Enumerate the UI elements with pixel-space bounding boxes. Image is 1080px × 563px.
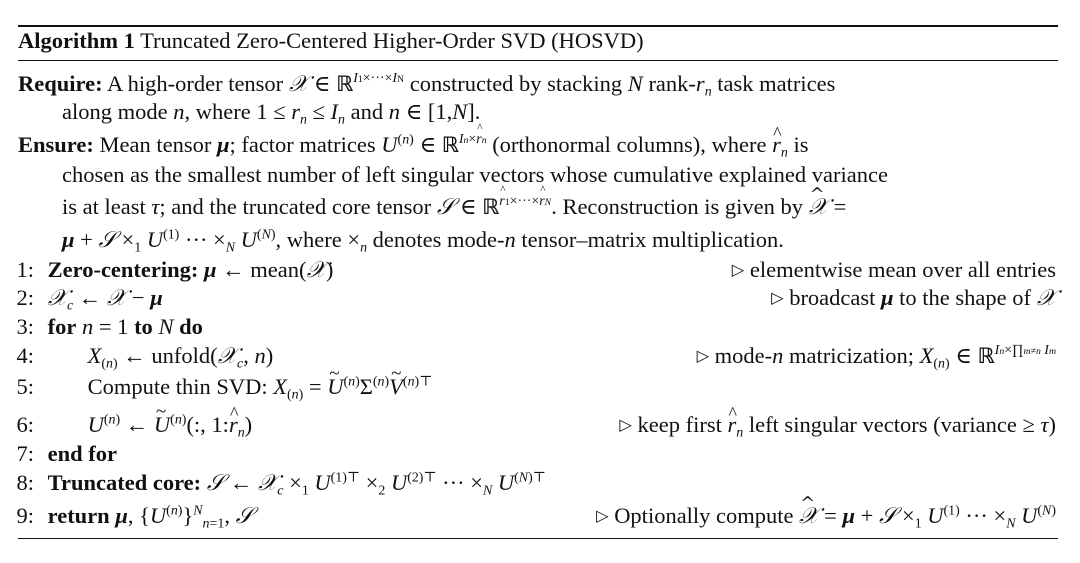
step-3: 3: for n = 1 to N do: [16, 314, 203, 339]
ensure-line-3: is at least τ; and the truncated core te…: [62, 181, 846, 222]
algorithm-caption: Algorithm 1 Truncated Zero-Centered High…: [18, 27, 644, 55]
step-8: 8: Truncated core: 𝒮 ← 𝒳c ×1 U(1)⊤ ×2 U(…: [16, 470, 546, 499]
triangle-right-icon: ▷: [771, 289, 784, 307]
algorithm-title: Truncated Zero-Centered Higher-Order SVD…: [140, 28, 644, 53]
require-line-1: Require: A high-order tensor 𝒳 ∈ ℝI1×···…: [18, 71, 836, 100]
caption-rule: [18, 60, 1058, 61]
ensure-line-4: μ + 𝒮 ×1 U(1) ··· ×N U(N), where ×n deno…: [62, 227, 784, 256]
step-8-head: Truncated core:: [47, 470, 202, 495]
step-4: 4: X(n) ← unfold(𝒳c, n) ▷ mode-n matrici…: [16, 343, 1056, 372]
step-5: 5: Compute thin SVD: X(n) = U(n)Σ(n)V(n)…: [0, 360, 432, 402]
step-6-comment: ▷ keep first rn left singular vectors (v…: [619, 399, 1056, 441]
step-1-comment: ▷ elementwise mean over all entries: [731, 257, 1056, 282]
require-label: Require:: [18, 71, 103, 96]
ensure-line-1: Ensure: Mean tensor μ; factor matrices U…: [18, 119, 808, 160]
triangle-right-icon: ▷: [596, 507, 609, 525]
step-2: 2: 𝒳c ← 𝒳 − μ ▷ broadcast μ to the shape…: [16, 285, 1056, 314]
bottom-rule: [18, 538, 1058, 539]
algorithm-label: Algorithm 1: [18, 28, 135, 53]
ensure-line-2: chosen as the smallest number of left si…: [62, 162, 888, 187]
triangle-right-icon: ▷: [696, 347, 710, 365]
step-7: 7: end for: [16, 441, 117, 466]
step-1-head: Zero-centering:: [47, 257, 199, 282]
step-2-comment: ▷ broadcast μ to the shape of 𝒳: [771, 285, 1056, 311]
ensure-label: Ensure:: [18, 132, 94, 157]
triangle-right-icon: ▷: [731, 261, 745, 279]
step-9: 9: return μ, {U(n)}Nn=1, 𝒮 ▷ Optionally …: [0, 490, 1080, 532]
step-9-comment: ▷ Optionally compute 𝒳 = μ + 𝒮 ×1 U(1) ·…: [596, 490, 1056, 532]
step-6: 6: U(n) ← U(n)(:, 1:rn) ▷ keep first rn …: [0, 398, 1080, 441]
triangle-right-icon: ▷: [619, 416, 632, 434]
step-1: 1: Zero-centering: μ ← mean(𝒳) ▷ element…: [0, 256, 1080, 284]
step-4-comment: ▷ mode-n matricization; X(n) ∈ ℝIn×∏m≠n …: [696, 343, 1056, 372]
require-line-2: along mode n, where 1 ≤ rn ≤ In and n ∈ …: [62, 99, 481, 128]
top-rule: [18, 25, 1058, 27]
